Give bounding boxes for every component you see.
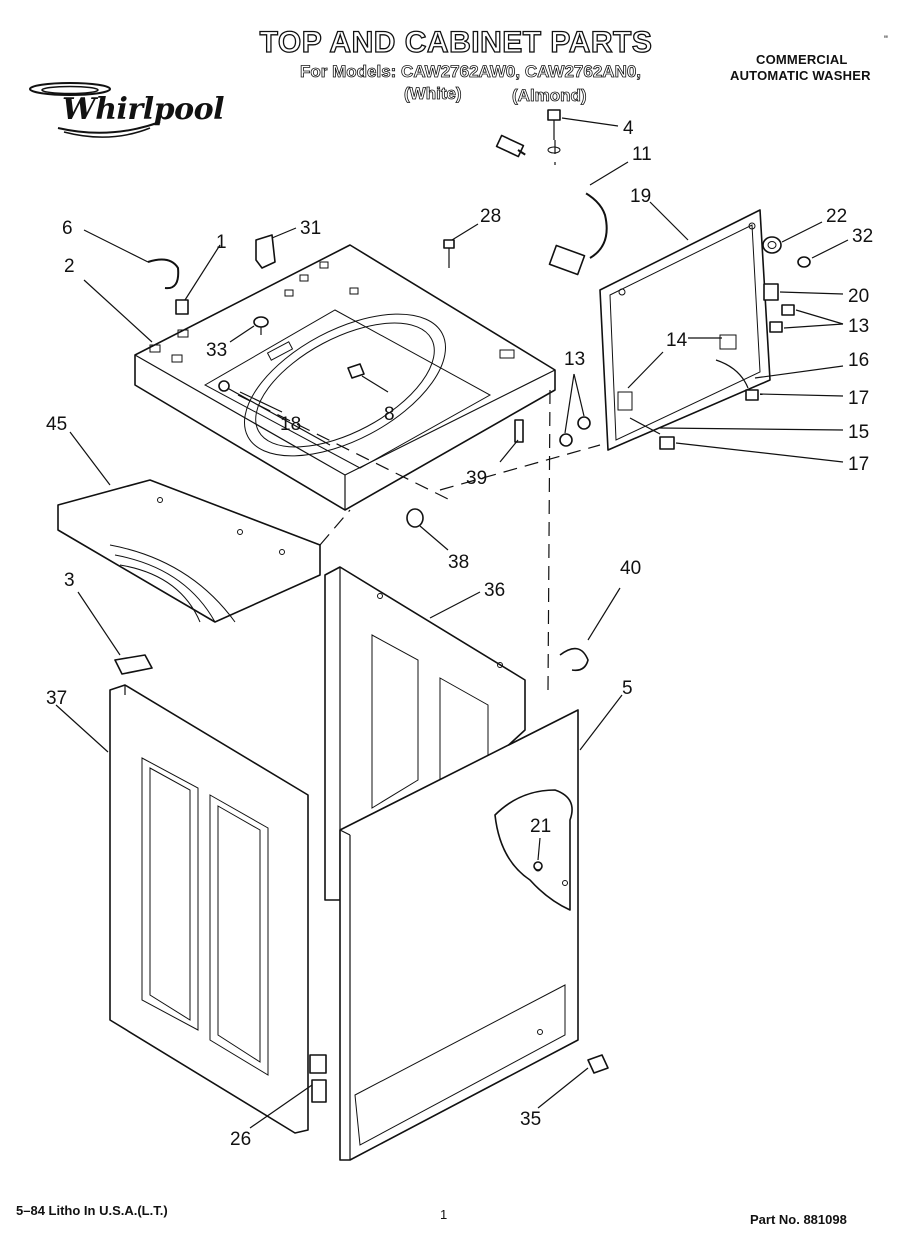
variant-almond: (Almond) (512, 86, 587, 106)
callout-14: 14 (666, 330, 688, 351)
screw-4 (547, 109, 561, 154)
callout-19: 19 (630, 186, 651, 207)
leader-lines (55, 117, 849, 1129)
ring-32 (797, 256, 811, 268)
ring-22 (762, 236, 782, 254)
top-shield (57, 479, 321, 623)
callout-40: 40 (620, 558, 641, 579)
screws-13b (559, 416, 591, 447)
callout-3: 3 (64, 570, 75, 591)
bracket-31 (255, 234, 276, 269)
callout-31: 31 (300, 218, 321, 239)
screw-28 (443, 239, 455, 268)
pin-39 (514, 419, 524, 443)
clip-20 (763, 283, 779, 301)
whirlpool-swirl-icon (29, 82, 161, 138)
callout-21: 21 (530, 816, 551, 837)
callout-32: 32 (852, 226, 873, 247)
callout-8: 8 (384, 404, 395, 425)
cabinet-left-panel (109, 684, 327, 1134)
callout-16: 16 (848, 350, 869, 371)
callout-35: 35 (520, 1109, 541, 1130)
washer-top-panel (134, 244, 556, 511)
models-line: For Models: CAW2762AW0, CAW2762AN0, (300, 62, 642, 82)
callout-1: 1 (216, 232, 227, 253)
product-line-2: AUTOMATIC WASHER (730, 68, 871, 83)
screw-8 (347, 363, 365, 379)
grommet-38 (406, 508, 424, 528)
part-number: Part No. 881098 (750, 1212, 847, 1227)
hinge-rod (218, 380, 331, 446)
callout-28: 28 (480, 206, 501, 227)
console-rear-panel (599, 209, 771, 451)
callout-22: 22 (826, 206, 847, 227)
nut-17b (659, 436, 675, 450)
screw-35 (587, 1054, 609, 1074)
callout-13-lower: 13 (564, 349, 585, 370)
callout-18: 18 (280, 414, 301, 435)
callout-4: 4 (623, 118, 634, 139)
callout-5: 5 (622, 678, 633, 699)
screws-13a (769, 304, 795, 333)
callout-13-upper: 13 (848, 316, 869, 337)
callout-17-upper: 17 (848, 388, 869, 409)
cabinet-right-panel (339, 709, 579, 1161)
page-number: 1 (440, 1207, 448, 1222)
callout-37: 37 (46, 688, 67, 709)
callout-2: 2 (64, 256, 75, 277)
page-title: TOP AND CABINET PARTS (259, 25, 653, 59)
callout-45: 45 (46, 414, 67, 435)
callout-39: 39 (466, 468, 487, 489)
brand-name: Whirlpool (62, 92, 225, 127)
nut-17a (745, 389, 759, 401)
callout-38: 38 (448, 552, 469, 573)
callout-17-lower: 17 (848, 454, 869, 475)
callout-26: 26 (230, 1129, 251, 1150)
bumper-1 (175, 299, 189, 315)
callout-15: 15 (848, 422, 869, 443)
clip-6 (147, 258, 180, 290)
product-line-1: COMMERCIAL (756, 52, 848, 67)
callout-36: 36 (484, 580, 505, 601)
litho-note: 5–84 Litho In U.S.A.(L.T.) (16, 1203, 168, 1218)
wire-harness (495, 134, 608, 276)
callout-33: 33 (206, 340, 227, 361)
screw-21 (533, 861, 543, 871)
variant-white: (White) (404, 84, 462, 104)
corner-mark: " (884, 34, 888, 46)
plug-33 (253, 316, 269, 335)
cushion-3 (114, 654, 153, 675)
callout-11: 11 (632, 144, 652, 165)
callout-6: 6 (62, 218, 73, 239)
clip-40 (559, 647, 589, 672)
callout-20: 20 (848, 286, 869, 307)
